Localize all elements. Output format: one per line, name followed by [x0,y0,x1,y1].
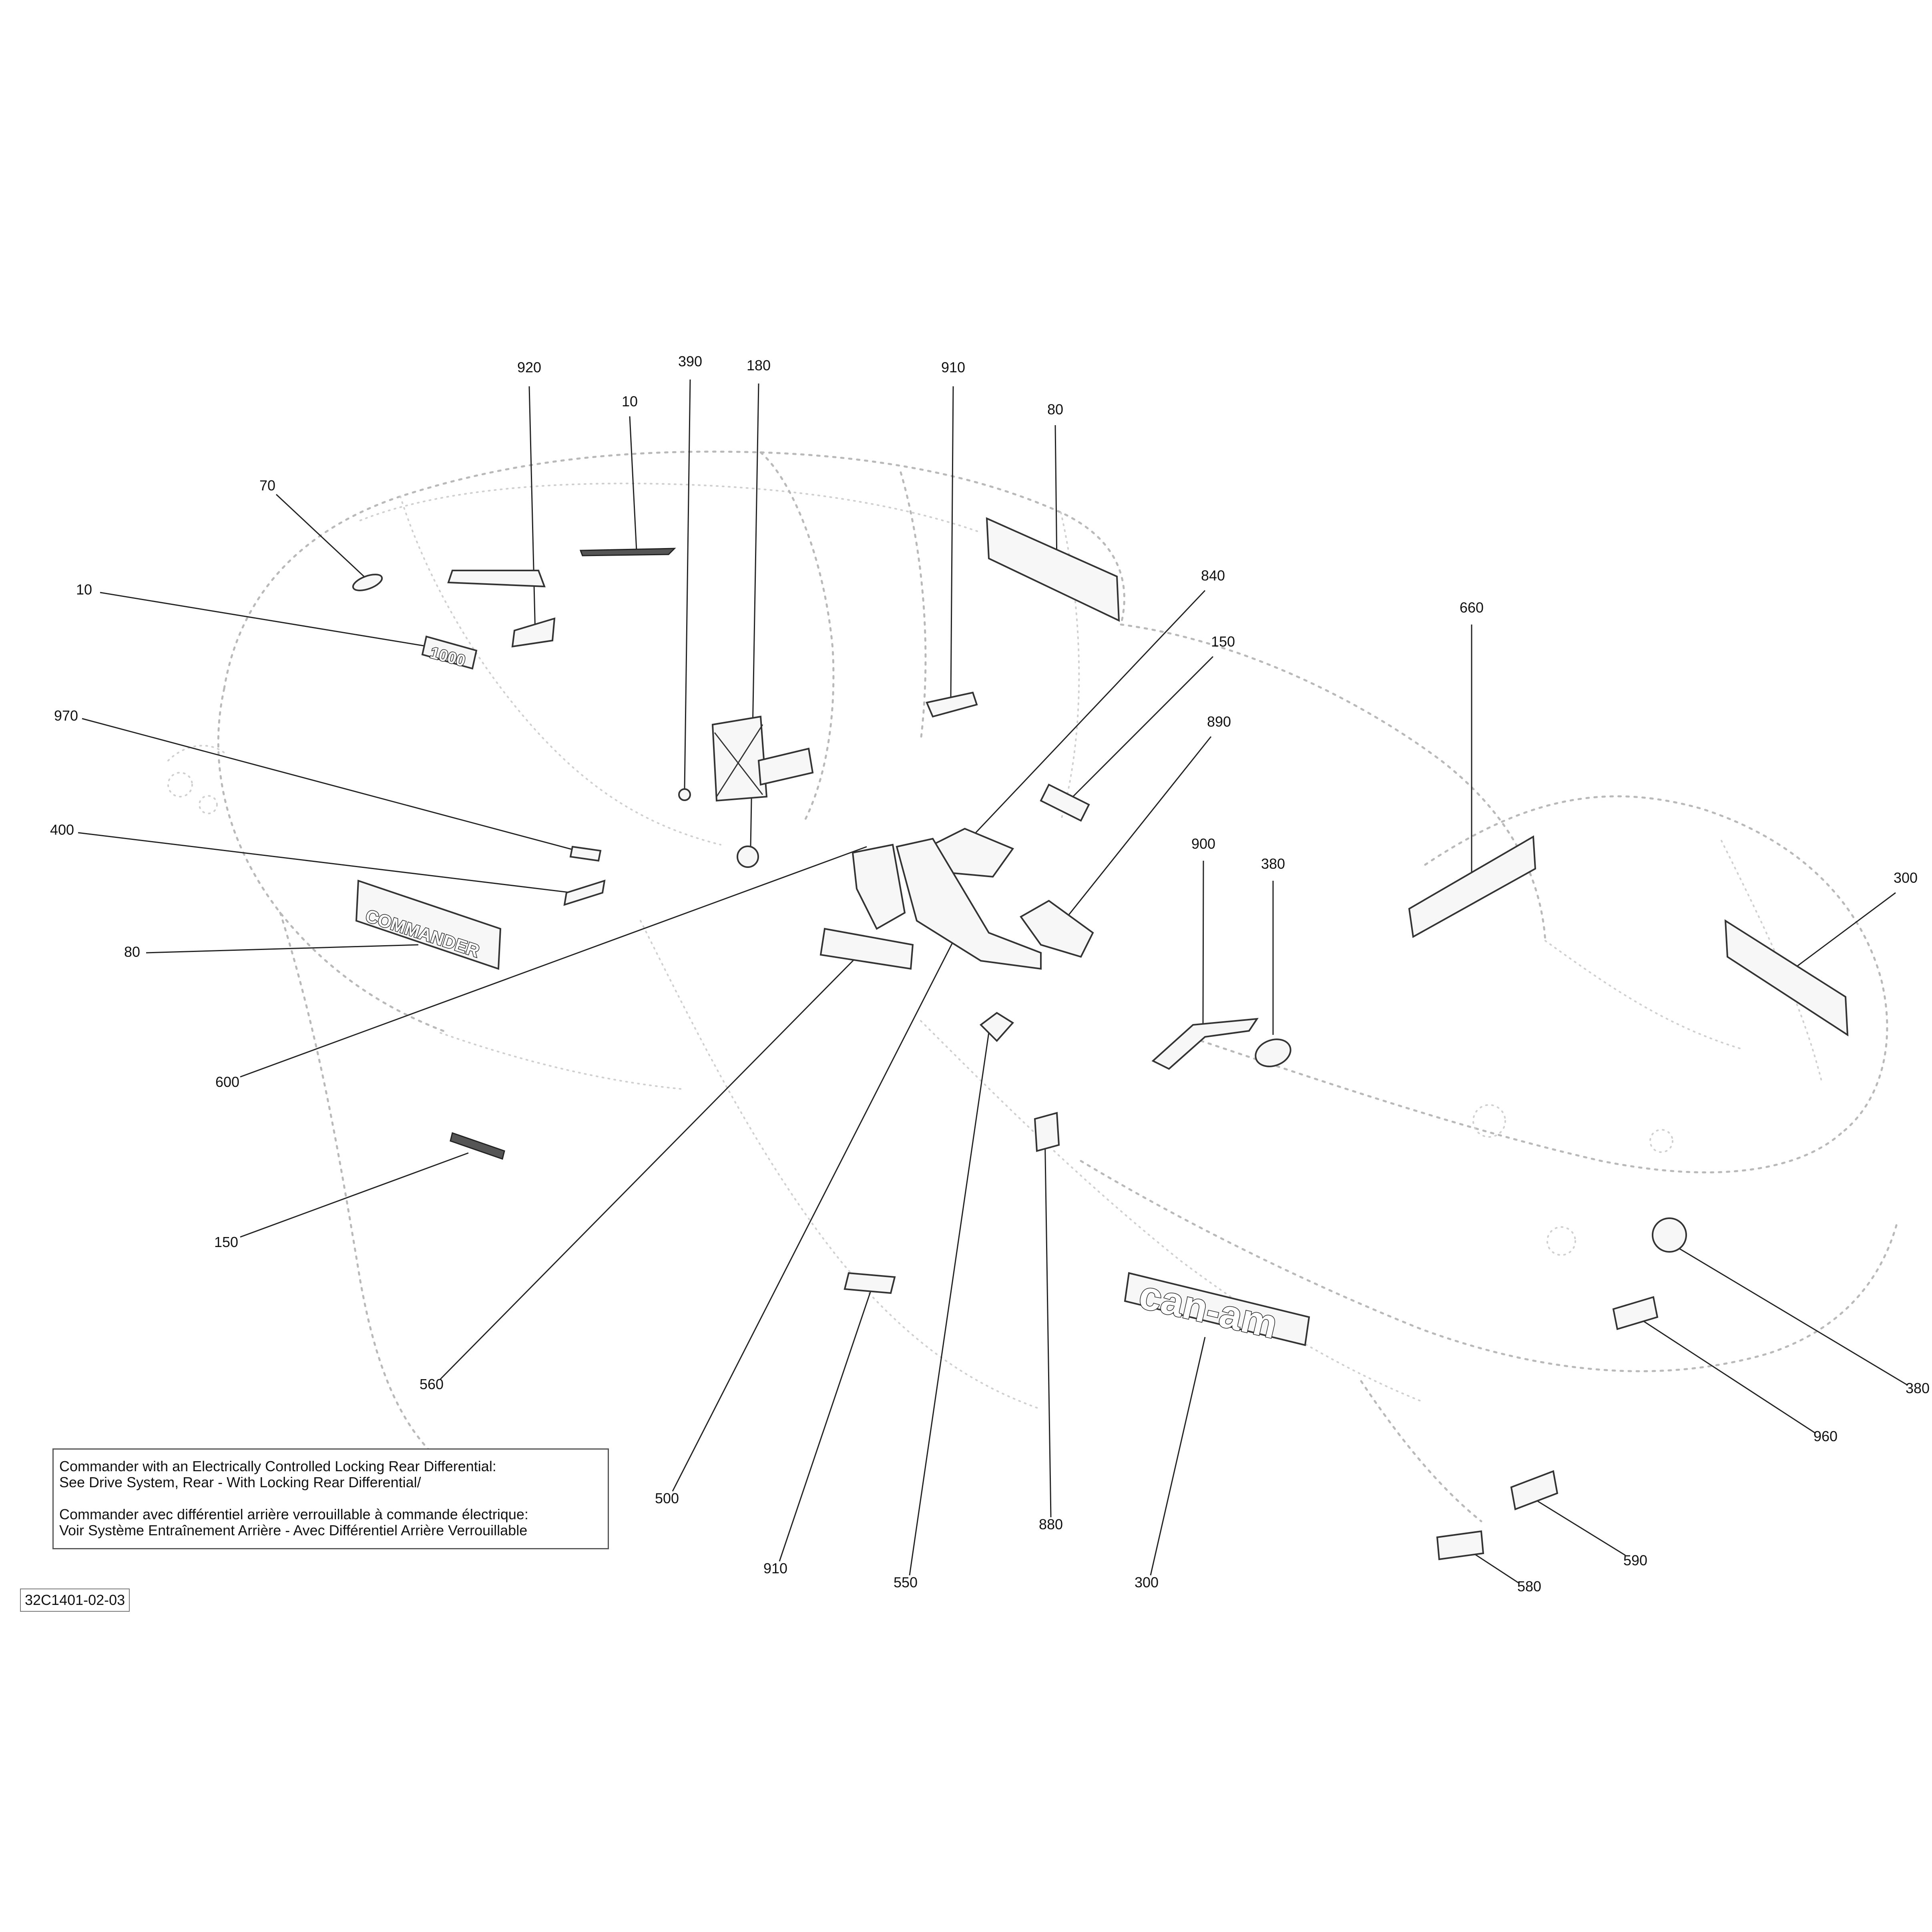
callout-920-0: 920 [517,359,541,376]
callout-10-7: 10 [76,581,92,598]
leader-line-70-6 [275,494,369,581]
callout-580-29: 580 [1517,1578,1541,1595]
decal-380-upper [1255,1038,1291,1067]
leader-line-10-1 [629,416,637,551]
decal-880 [1034,1112,1060,1152]
leader-line-80-5 [1054,425,1058,565]
leader-line-10-7 [100,592,429,647]
decal-500 [896,837,1042,970]
leader-line-400-13 [78,832,589,896]
callout-970-12: 970 [54,707,78,724]
callout-910-4: 910 [941,359,965,376]
callout-80-5: 80 [1047,401,1063,418]
decal-80-commander: COMMANDER [355,880,502,970]
decal-910-lower [843,1272,896,1294]
callout-150-9: 150 [1211,633,1235,650]
leader-line-560-20 [440,948,866,1380]
reference-code: 32C1401-02-03 [20,1589,130,1612]
leader-line-970-12 [82,718,585,854]
callout-960-27: 960 [1814,1428,1838,1444]
leader-line-910-22 [779,1279,876,1562]
leader-line-380-26 [1673,1244,1908,1386]
decal-920-upper [447,570,546,588]
callout-labels: 920 10 390 180 910 80 70 10 840 150 660 890 970 400 90… [50,353,1930,1595]
decal-560 [819,928,914,970]
decal-70 [352,574,383,591]
leader-line-840-8 [956,590,1206,854]
callout-380-26: 380 [1906,1380,1930,1396]
callout-80-17: 80 [124,944,140,960]
callout-70-6: 70 [259,477,275,494]
callout-300-16: 300 [1894,870,1918,886]
callout-590-28: 590 [1623,1552,1647,1568]
leader-line-910-4 [950,386,954,699]
decal-550 [979,1012,1014,1042]
leader-line-920-0 [528,386,536,635]
callout-890-11: 890 [1207,713,1231,730]
brand-logo-text: can-am [1135,1272,1281,1347]
decal-900 [1151,1018,1259,1070]
leader-line-600-18 [240,846,867,1078]
note-box: Commander with an Electrically Controlle… [52,1448,609,1549]
decal-10-hood [579,548,676,556]
callout-900-14: 900 [1191,835,1215,852]
decals: 1000 COMMANDER c [352,517,1849,1560]
decal-920-lower [511,617,556,648]
callout-840-8: 840 [1201,567,1225,584]
decal-400 [563,880,606,906]
decal-180-warning-panel [711,715,814,802]
leader-line-550-23 [909,1018,992,1576]
callout-500-21: 500 [655,1490,679,1506]
vehicle-outline-rear [440,623,1899,1522]
decal-960 [1612,1296,1659,1330]
leader-line-500-21 [672,910,970,1492]
decal-300-rear [1724,919,1849,1036]
decal-580 [1436,1530,1484,1560]
callout-150-19: 150 [214,1234,238,1250]
leader-line-880-24 [1044,1131,1052,1518]
callout-380-15: 380 [1261,856,1285,872]
decal-910-upper [926,691,978,718]
leader-line-960-27 [1643,1320,1816,1434]
decal-390 [678,788,691,801]
decal-300-can-am: can-am [1124,1271,1310,1348]
callout-660-10: 660 [1460,599,1484,616]
decal-970 [569,846,602,862]
leader-line-590-28 [1531,1496,1626,1556]
decal-80-upper-panel [986,517,1120,622]
callout-560-20: 560 [420,1376,444,1392]
decal-660 [1408,835,1536,938]
decal-380-lower [1652,1217,1687,1253]
decal-590 [1510,1470,1558,1510]
leader-line-390-2 [684,379,691,789]
callout-390-2: 390 [678,353,702,370]
callout-300-25: 300 [1135,1574,1159,1591]
note-line-2: See Drive System, Rear - With Locking Re… [59,1474,421,1490]
note-spacer [59,1490,602,1506]
decal-890 [1020,900,1094,958]
callout-180-3: 180 [747,357,771,374]
decal-10-fender: 1000 [421,635,478,671]
decal-150-lower [450,1132,505,1160]
callout-910-22: 910 [763,1560,787,1577]
note-line-4: Voir Système Entraînement Arrière - Avec… [59,1522,528,1538]
callout-400-13: 400 [50,821,74,838]
leader-line-150-9 [1072,656,1214,797]
leader-line-890-11 [1044,736,1212,945]
decal-180-round [737,846,759,868]
callout-10-1: 10 [622,393,638,410]
decal-600 [852,843,906,930]
callout-600-18: 600 [215,1074,239,1090]
note-line-3: Commander avec différentiel arrière verr… [59,1506,528,1522]
callout-880-24: 880 [1039,1516,1063,1532]
leader-line-80-17 [146,944,419,954]
note-line-1: Commander with an Electrically Controlle… [59,1458,496,1474]
leader-line-300-25 [1150,1337,1206,1576]
vehicle-outline-front [167,450,1125,1462]
decal-150-upper [1040,783,1090,822]
leader-line-150-19 [240,1152,469,1238]
callout-550-23: 550 [894,1574,918,1591]
